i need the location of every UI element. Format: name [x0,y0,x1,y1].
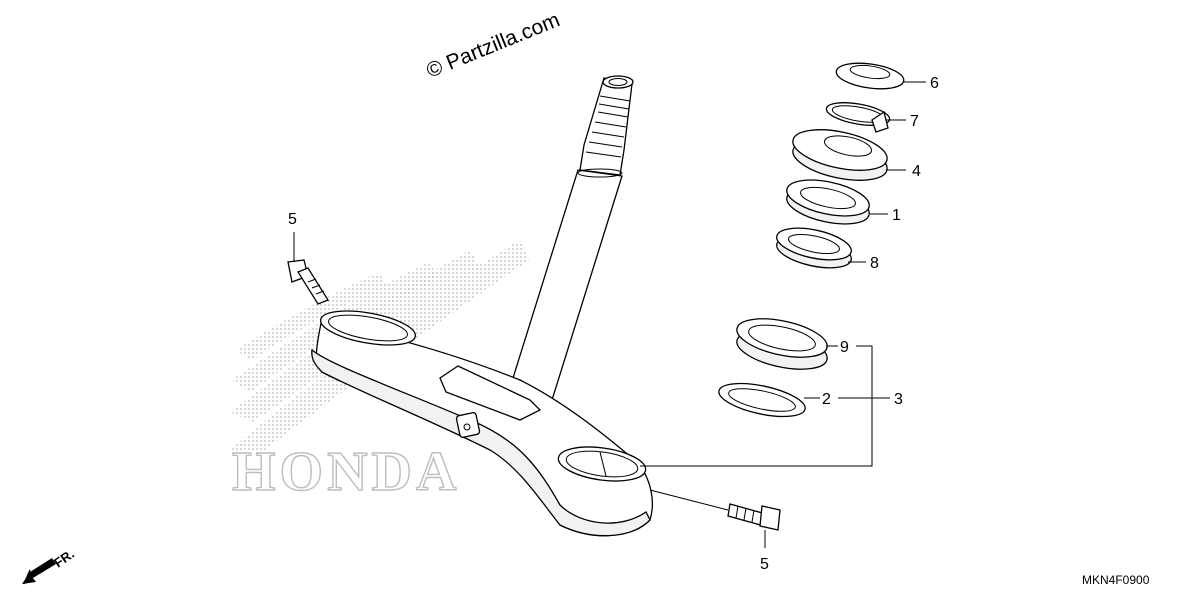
callout-1: 1 [892,207,901,224]
part-4-adjusting-nut [792,129,888,181]
bolt-upper [287,259,329,305]
part-2-dust-seal [718,382,806,418]
callout-6: 6 [930,75,939,92]
part-6-nut [835,62,905,90]
callout-8: 8 [870,255,879,272]
diagram-code: MKN4F0900 [1082,573,1150,587]
part-9-bearing [736,318,828,370]
part-1-dust-seal [786,179,870,225]
callout-2: 2 [822,391,831,408]
callout-7: 7 [910,113,919,130]
front-direction-arrow [22,558,56,585]
callout-5-lower: 5 [760,556,769,573]
bolt-lower [727,503,781,531]
steering-stem-tube [507,75,634,401]
part-8-bearing [776,227,852,269]
callout-3: 3 [894,391,903,408]
callout-9: 9 [840,339,849,356]
lower-triple-clamp [311,310,654,537]
leader-lines [293,81,926,548]
part-7-lock-washer [825,102,891,133]
front-direction-label: FR. [51,546,77,570]
honda-brand-text: HONDA [232,441,460,503]
callout-4: 4 [912,163,921,180]
partzilla-watermark: © Partzilla.com [423,8,563,82]
callout-5-upper: 5 [288,211,297,228]
